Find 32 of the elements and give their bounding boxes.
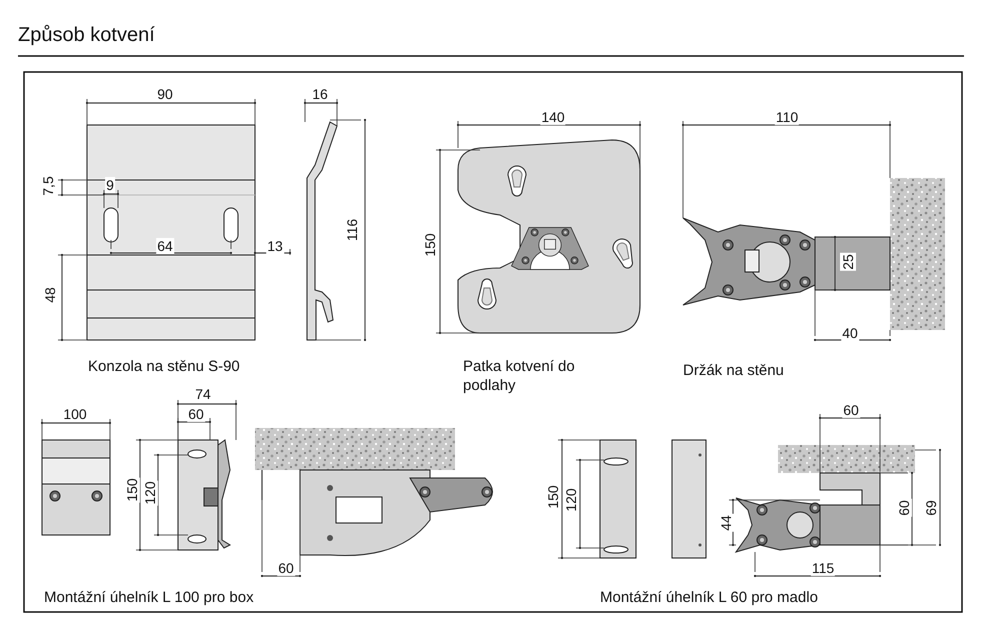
dimension-label: 140 (540, 109, 566, 125)
dimension-label: 74 (194, 386, 212, 402)
dimension-label: 64 (156, 238, 174, 254)
dimension-label: 110 (774, 109, 800, 125)
dimension-label: 100 (62, 406, 88, 422)
dimension-label: 150 (422, 232, 438, 258)
dimension-label: 60 (896, 499, 912, 517)
dimension-label: 120 (142, 480, 158, 506)
dimension-label: 9 (105, 177, 115, 193)
dimension-label: 40 (841, 325, 859, 341)
page-title: Způsob kotvení (18, 24, 155, 47)
dimension-label: 13 (266, 238, 284, 254)
dimension-label: 60 (187, 406, 205, 422)
dimension-label: 44 (718, 514, 734, 532)
dimension-label: 60 (842, 402, 860, 418)
caption: Držák na stěnu (683, 361, 784, 380)
caption: Montážní úhelník L 100 pro box (44, 588, 254, 607)
dimension-label: 69 (923, 499, 939, 517)
dimension-label: 7,5 (40, 175, 56, 197)
caption: Patka kotvení do podlahy (463, 357, 576, 395)
dimension-label: 16 (311, 86, 329, 102)
dimension-label: 150 (545, 484, 561, 510)
dimension-label: 60 (277, 560, 295, 576)
dimension-label: 25 (840, 253, 856, 271)
caption: Montážní úhelník L 60 pro madlo (600, 588, 818, 607)
dimension-label: 90 (156, 86, 174, 102)
dimension-label: 150 (124, 477, 140, 503)
dimension-label: 115 (810, 560, 836, 576)
caption: Konzola na stěnu S-90 (88, 357, 240, 376)
dimension-label: 116 (344, 218, 360, 242)
dimension-label: 48 (42, 286, 58, 304)
dimension-label: 120 (563, 487, 579, 513)
